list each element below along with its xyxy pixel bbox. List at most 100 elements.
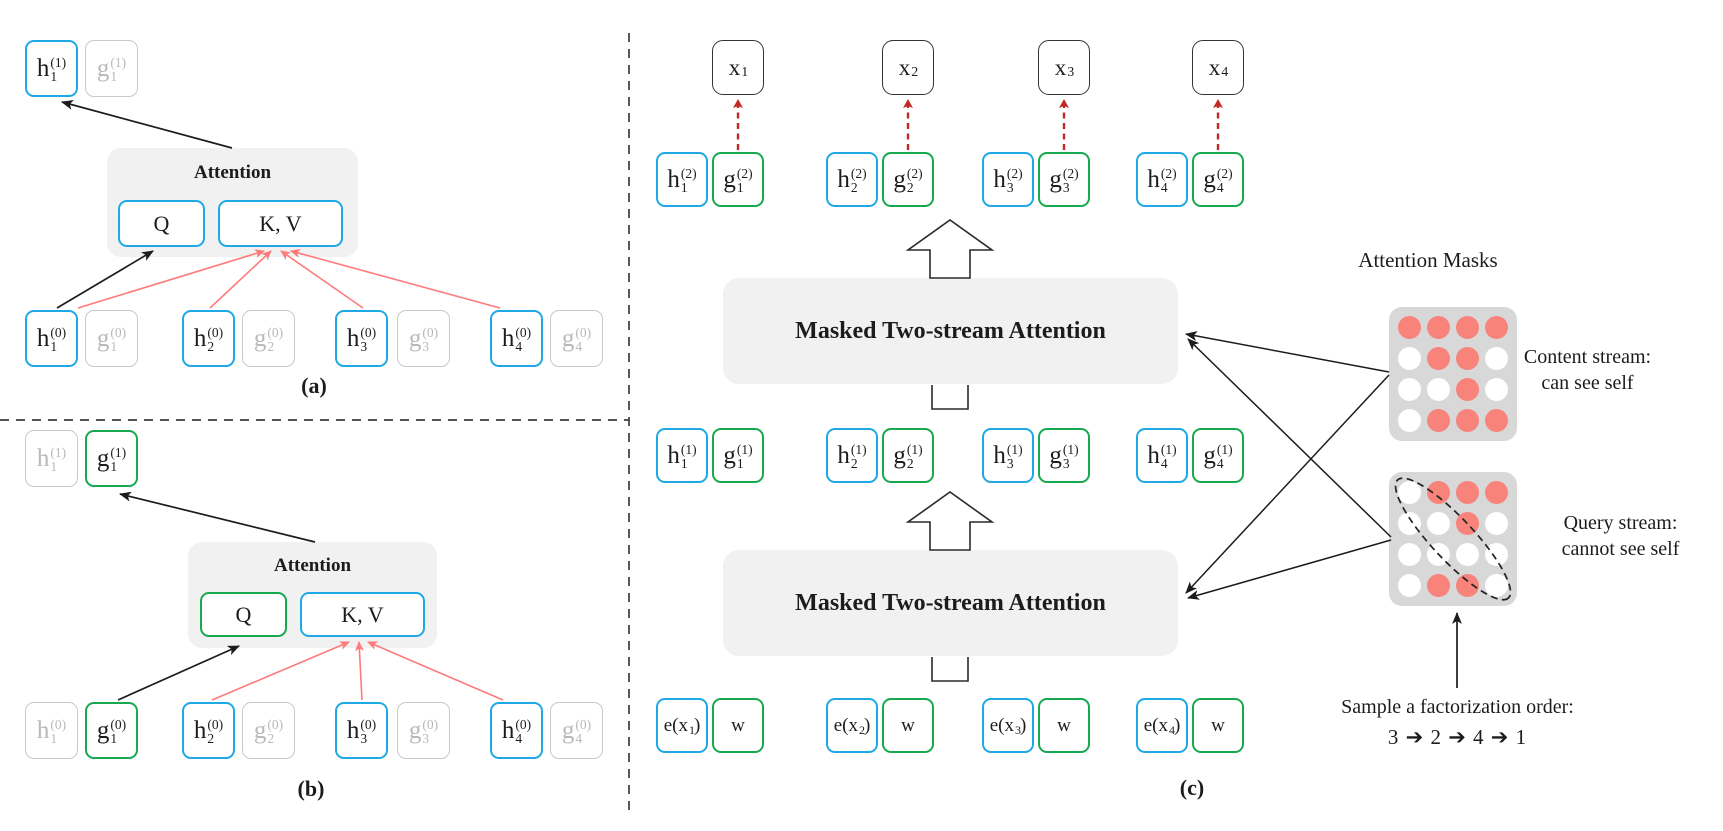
query-mask-cell-r4c2-visible bbox=[1427, 574, 1450, 597]
content-mask-cell-r4c4-visible bbox=[1485, 409, 1508, 432]
content-mask-cell-r4c2-visible bbox=[1427, 409, 1450, 432]
content-mask-cell-r3c1-masked bbox=[1398, 378, 1421, 401]
factorization-caption-line: Sample a factorization order: bbox=[1341, 696, 1574, 718]
panel-b-node-h2(0): h(0)2 bbox=[182, 702, 235, 759]
content-mask-cell-r4c1-masked bbox=[1398, 409, 1421, 432]
content-mask-cell-r4c3-visible bbox=[1456, 409, 1479, 432]
panel-c-label: (c) bbox=[1179, 775, 1205, 800]
query-mask-cell-r3c4-masked bbox=[1485, 543, 1508, 566]
masked-two-stream-attention-box-lower: Masked Two-stream Attention bbox=[723, 550, 1178, 656]
panel-b-node-g3(0): g(0)3 bbox=[397, 702, 450, 759]
panel-b-node-g4(0): g(0)4 bbox=[550, 702, 603, 759]
panel-b-node-h1(0): h(0)1 bbox=[25, 702, 78, 759]
panel-b-node-g1(1): g(1)1 bbox=[85, 430, 138, 487]
panel-a-node-h4(0): h(0)4 bbox=[490, 310, 543, 367]
content-mask-cell-r1c1-visible bbox=[1398, 316, 1421, 339]
panel-c-node-g3(1): g(1)3 bbox=[1038, 428, 1090, 483]
query-mask-cell-r3c1-masked bbox=[1398, 543, 1421, 566]
panel-c-node-w: w bbox=[1192, 698, 1244, 753]
panel-a-kv-box: K, V bbox=[218, 200, 343, 247]
panel-c-node-g2(2): g(2)2 bbox=[882, 152, 934, 207]
panel-c-node-h1(2): h(2)1 bbox=[656, 152, 708, 207]
panel-c-node-h3(1): h(1)3 bbox=[982, 428, 1034, 483]
panel-c-node-h1(1): h(1)1 bbox=[656, 428, 708, 483]
content-mask-cell-r2c1-masked bbox=[1398, 347, 1421, 370]
panel-b-node-h4(0): h(0)4 bbox=[490, 702, 543, 759]
query-mask-cell-r4c3-visible bbox=[1456, 574, 1479, 597]
content-mask-cell-r3c4-masked bbox=[1485, 378, 1508, 401]
panel-a-node-g2(0): g(0)2 bbox=[242, 310, 295, 367]
panel-c-node-h4(1): h(1)4 bbox=[1136, 428, 1188, 483]
panel-c-node-w: w bbox=[1038, 698, 1090, 753]
panel-c-node-g1(1): g(1)1 bbox=[712, 428, 764, 483]
panel-a-node-h2(0): h(0)2 bbox=[182, 310, 235, 367]
content-stream-caption: Content stream: can see self bbox=[1505, 344, 1670, 396]
query-stream-mask bbox=[1389, 472, 1517, 606]
query-mask-cell-r3c3-masked bbox=[1456, 543, 1479, 566]
panel-b-node-h1(1): h(1)1 bbox=[25, 430, 78, 487]
panel-a-node-g4(0): g(0)4 bbox=[550, 310, 603, 367]
content-mask-cell-r3c2-masked bbox=[1427, 378, 1450, 401]
query-stream-caption-line1: Query stream: bbox=[1563, 512, 1678, 534]
query-mask-cell-r1c2-visible bbox=[1427, 481, 1450, 504]
content-stream-mask bbox=[1389, 307, 1517, 441]
query-mask-cell-r4c4-masked bbox=[1485, 574, 1508, 597]
panel-c-node-g2(1): g(1)2 bbox=[882, 428, 934, 483]
panel-b-node-h3(0): h(0)3 bbox=[335, 702, 388, 759]
panel-c-node-w: w bbox=[712, 698, 764, 753]
hollow-up-arrow-lower bbox=[905, 491, 995, 551]
panel-b-attention-title: Attention bbox=[273, 555, 352, 576]
query-stream-caption: Query stream: cannot see self bbox=[1528, 510, 1713, 562]
hollow-up-arrow-upper bbox=[905, 219, 995, 279]
panel-c-node-h3(2): h(2)3 bbox=[982, 152, 1034, 207]
panel-b-kv-box: K, V bbox=[300, 592, 425, 637]
query-mask-cell-r1c4-visible bbox=[1485, 481, 1508, 504]
panel-c-node-h2(1): h(1)2 bbox=[826, 428, 878, 483]
query-mask-cell-r2c4-masked bbox=[1485, 512, 1508, 535]
panel-a-label: (a) bbox=[301, 373, 327, 398]
panel-b-node-g1(0): g(0)1 bbox=[85, 702, 138, 759]
query-mask-cell-r2c2-masked bbox=[1427, 512, 1450, 535]
attention-masks-title: Attention Masks bbox=[1358, 248, 1498, 272]
panel-b-label: (b) bbox=[297, 776, 325, 801]
panel-a-node-h3(0): h(0)3 bbox=[335, 310, 388, 367]
panel-a-attention-title: Attention bbox=[193, 162, 272, 183]
panel-a-node-h1(1): h(1)1 bbox=[25, 40, 78, 97]
panel-b-q-box: Q bbox=[200, 592, 287, 637]
query-stream-caption-line2: cannot see self bbox=[1561, 538, 1680, 560]
masked-two-stream-attention-box-upper: Masked Two-stream Attention bbox=[723, 278, 1178, 384]
panel-c-node-g1(2): g(2)1 bbox=[712, 152, 764, 207]
query-mask-cell-r2c3-visible bbox=[1456, 512, 1479, 535]
content-mask-cell-r2c4-masked bbox=[1485, 347, 1508, 370]
content-mask-cell-r3c3-visible bbox=[1456, 378, 1479, 401]
query-mask-cell-r1c1-masked bbox=[1398, 481, 1421, 504]
query-mask-cell-r2c1-masked bbox=[1398, 512, 1421, 535]
content-stream-caption-line1: Content stream: bbox=[1523, 346, 1652, 368]
panel-c-node-w: w bbox=[882, 698, 934, 753]
query-mask-cell-r4c1-masked bbox=[1398, 574, 1421, 597]
panel-a-node-h1(0): h(0)1 bbox=[25, 310, 78, 367]
panel-c-node-h2(2): h(2)2 bbox=[826, 152, 878, 207]
content-stream-caption-line2: can see self bbox=[1541, 372, 1634, 394]
panel-c-node-g4(1): g(1)4 bbox=[1192, 428, 1244, 483]
factorization-order: 3 ➔ 2 ➔ 4 ➔ 1 bbox=[1387, 725, 1528, 749]
panel-b-node-g2(0): g(0)2 bbox=[242, 702, 295, 759]
content-mask-cell-r2c3-visible bbox=[1456, 347, 1479, 370]
panel-c-node-g4(2): g(2)4 bbox=[1192, 152, 1244, 207]
content-mask-cell-r2c2-visible bbox=[1427, 347, 1450, 370]
panel-a-q-box: Q bbox=[118, 200, 205, 247]
factorization-caption: Sample a factorization order: 3 ➔ 2 ➔ 4 … bbox=[1300, 694, 1615, 750]
content-mask-cell-r1c3-visible bbox=[1456, 316, 1479, 339]
panel-c-node-h4(2): h(2)4 bbox=[1136, 152, 1188, 207]
panel-c-node-g3(2): g(2)3 bbox=[1038, 152, 1090, 207]
query-mask-cell-r1c3-visible bbox=[1456, 481, 1479, 504]
content-mask-cell-r1c2-visible bbox=[1427, 316, 1450, 339]
